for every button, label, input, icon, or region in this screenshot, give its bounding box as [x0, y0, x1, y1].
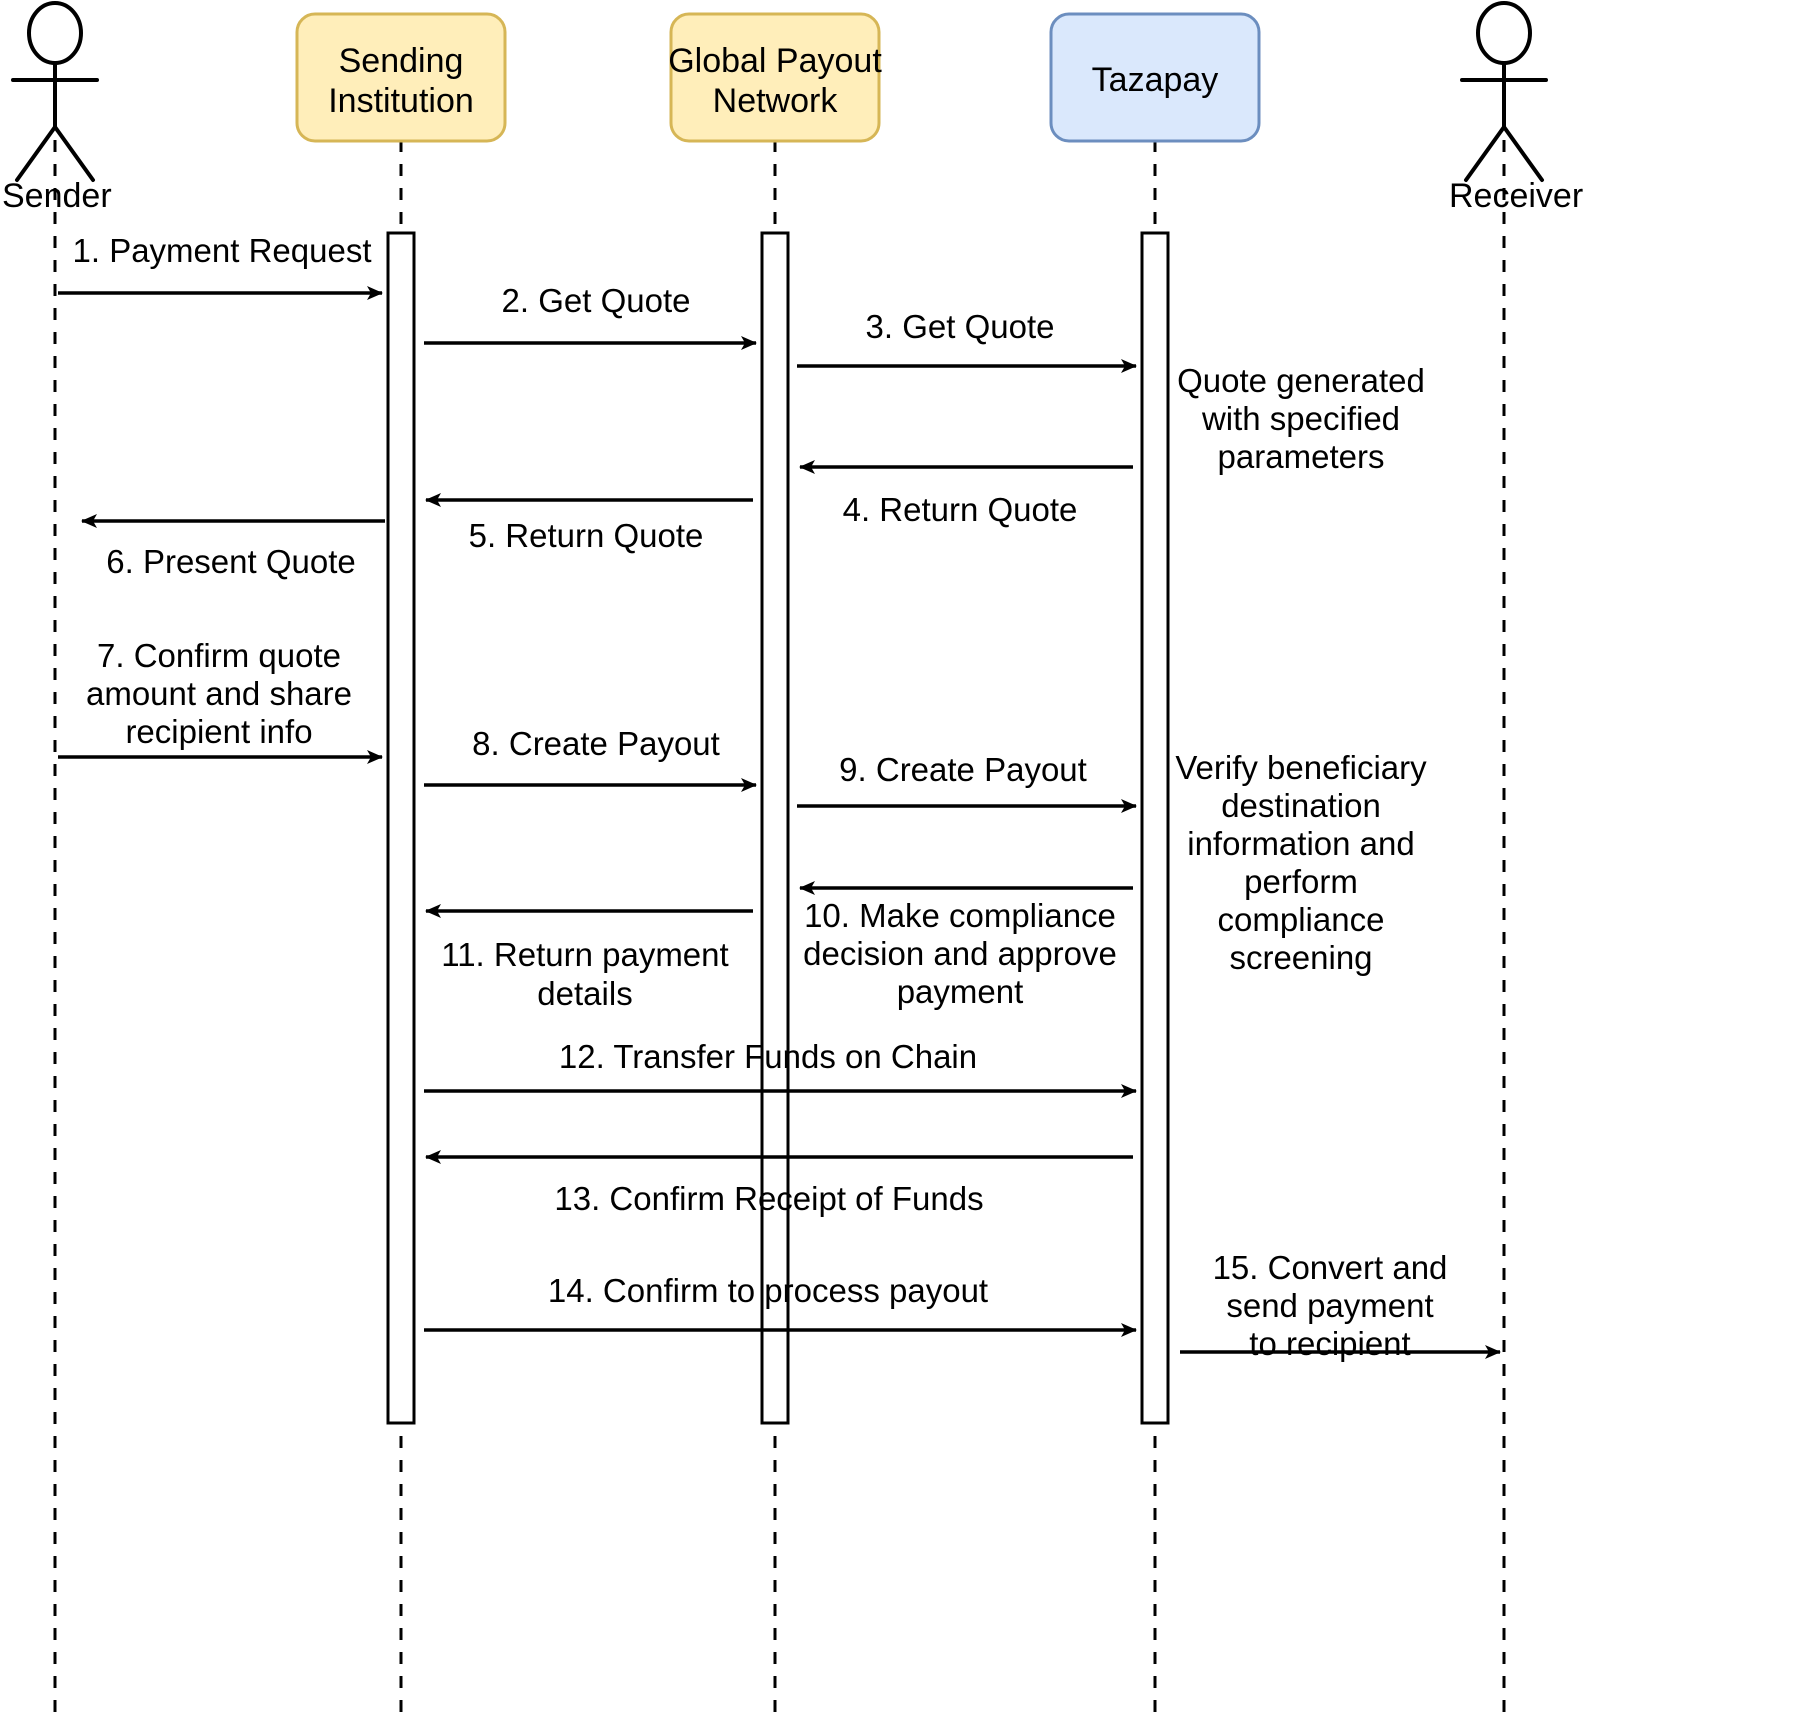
note-quote-generated: Quote generated with specified parameter…	[1177, 362, 1425, 475]
message-5[interactable]: 5. Return Quote	[425, 493, 753, 554]
message-8-label: 8. Create Payout	[472, 725, 720, 762]
participant-sending-institution[interactable]: Sending Institution	[295, 12, 507, 143]
note-quote-generated-line1: Quote generated	[1177, 362, 1425, 399]
participant-global-payout-network[interactable]: Global Payout Network	[668, 12, 882, 143]
note-verify-beneficiary-line2: destination	[1221, 787, 1381, 824]
note-verify-beneficiary-line3: information and	[1187, 825, 1414, 862]
note-quote-generated-line2: with specified	[1201, 400, 1400, 437]
note-verify-beneficiary: Verify beneficiary destination informati…	[1175, 749, 1427, 976]
note-verify-beneficiary-line4: perform	[1244, 863, 1358, 900]
message-10-label-line2: decision and approve	[803, 935, 1117, 972]
activation-sending-institution	[386, 231, 416, 1425]
message-2-label: 2. Get Quote	[502, 282, 691, 319]
note-verify-beneficiary-line5: compliance	[1218, 901, 1385, 938]
sending-institution-box[interactable]	[295, 12, 507, 143]
tazapay-label: Tazapay	[1092, 61, 1219, 99]
message-1-label: 1. Payment Request	[73, 232, 372, 269]
note-quote-generated-line3: parameters	[1218, 438, 1385, 475]
message-12[interactable]: 12. Transfer Funds on Chain	[424, 1038, 1137, 1098]
message-4-label: 4. Return Quote	[843, 491, 1078, 528]
global-payout-network-label-line1: Global Payout	[668, 42, 882, 80]
message-1[interactable]: 1. Payment Request	[58, 232, 383, 300]
message-10-label-line1: 10. Make compliance	[804, 897, 1116, 934]
activation-global-payout-network	[760, 231, 790, 1425]
note-verify-beneficiary-line1: Verify beneficiary	[1175, 749, 1427, 786]
receiver-leg-left-icon	[1464, 125, 1506, 182]
activation-bars-group	[386, 231, 1170, 1425]
message-7-label-line2: amount and share	[86, 675, 352, 712]
global-payout-network-box[interactable]	[669, 12, 881, 143]
message-15-label-line1: 15. Convert and	[1213, 1249, 1448, 1286]
sender-leg-left-icon	[15, 125, 57, 182]
sending-institution-label-line1: Sending	[339, 42, 464, 80]
receiver-label: Receiver	[1449, 177, 1583, 215]
participant-sender[interactable]: Sender	[2, 1, 112, 215]
participant-tazapay[interactable]: Tazapay	[1049, 12, 1261, 143]
message-10[interactable]: 10. Make compliance decision and approve…	[799, 881, 1133, 1010]
message-2[interactable]: 2. Get Quote	[424, 282, 757, 350]
message-3-label: 3. Get Quote	[866, 308, 1055, 345]
message-7-label-line1: 7. Confirm quote	[97, 637, 341, 674]
message-10-label-line3: payment	[897, 973, 1024, 1010]
message-6-label: 6. Present Quote	[106, 543, 355, 580]
message-3[interactable]: 3. Get Quote	[797, 308, 1137, 373]
note-verify-beneficiary-line6: screening	[1229, 939, 1372, 976]
message-14[interactable]: 14. Confirm to process payout	[424, 1272, 1137, 1337]
message-15-label-line3: to recipient	[1249, 1325, 1410, 1362]
message-11-label-line2: details	[537, 975, 632, 1012]
message-7-label-line3: recipient info	[125, 713, 312, 750]
message-9-label: 9. Create Payout	[839, 751, 1087, 788]
message-11-label-line1: 11. Return payment	[441, 936, 728, 973]
participant-receiver[interactable]: Receiver	[1449, 1, 1583, 215]
message-9[interactable]: 9. Create Payout	[797, 751, 1137, 813]
sender-head-icon	[27, 1, 83, 65]
message-14-label: 14. Confirm to process payout	[548, 1272, 988, 1309]
sender-leg-right-icon	[53, 125, 95, 182]
message-4[interactable]: 4. Return Quote	[799, 460, 1133, 528]
message-6[interactable]: 6. Present Quote	[81, 514, 385, 580]
message-15[interactable]: 15. Convert and send payment to recipien…	[1180, 1249, 1501, 1362]
message-15-label-line2: send payment	[1226, 1287, 1433, 1324]
message-7[interactable]: 7. Confirm quote amount and share recipi…	[58, 637, 383, 764]
global-payout-network-label-line2: Network	[713, 82, 839, 120]
message-5-label: 5. Return Quote	[469, 517, 704, 554]
message-8[interactable]: 8. Create Payout	[424, 725, 757, 792]
tazapay-box[interactable]	[1049, 12, 1261, 143]
message-12-label: 12. Transfer Funds on Chain	[559, 1038, 977, 1075]
sending-institution-label-line2: Institution	[328, 82, 474, 120]
message-11[interactable]: 11. Return payment details	[425, 904, 753, 1012]
sender-label: Sender	[2, 177, 112, 215]
receiver-head-icon	[1476, 1, 1532, 65]
message-13-label: 13. Confirm Receipt of Funds	[554, 1180, 983, 1217]
message-13[interactable]: 13. Confirm Receipt of Funds	[425, 1150, 1133, 1217]
activation-tazapay	[1140, 231, 1170, 1425]
receiver-leg-right-icon	[1502, 125, 1544, 182]
